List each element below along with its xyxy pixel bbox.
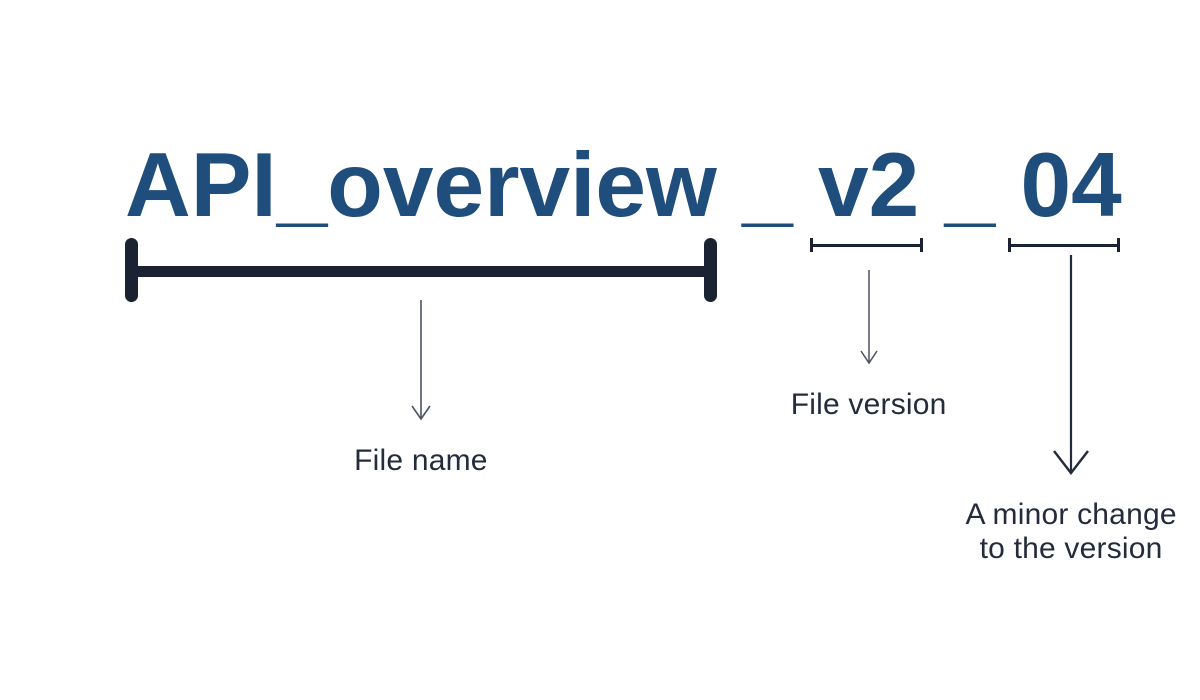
bracket-tick [1116,238,1120,252]
filename-separator: _ [742,135,793,236]
bracket-line [811,244,923,247]
file-name-text: API_overview [125,135,717,236]
minor-change-label-line2: to the version [979,532,1163,565]
minor-change-arrow-down-icon [1053,255,1090,475]
file-name-label: File name [354,444,488,477]
bracket-end-cap [703,238,717,302]
bracket-tick [920,238,924,252]
filename-segment-file-name: API_overview File name [125,140,717,477]
filename-title: API_overview File name _ v2 [125,135,1177,565]
minor-version-bracket [1008,238,1120,252]
filename-segment-version: v2 File version [791,140,947,421]
filename-segment-minor-version: 04 A minor change to the version [965,140,1176,565]
file-version-bracket [810,238,924,252]
bracket-end-cap [125,238,138,302]
filename-separator: _ [944,135,996,236]
minor-version-text: 04 [1020,135,1122,236]
bracket-bar [131,266,711,277]
bracket-tick [810,238,814,252]
file-version-arrow-down-icon [860,270,878,365]
bracket-tick [1008,238,1012,252]
bracket-line [1009,244,1119,247]
file-name-bracket [125,238,717,302]
file-version-text: v2 [818,135,920,236]
minor-change-label-line1: A minor change [965,498,1177,531]
file-name-arrow-down-icon [411,300,431,421]
file-version-label: File version [790,388,947,421]
minor-change-label: A minor change to the version [965,498,1176,566]
